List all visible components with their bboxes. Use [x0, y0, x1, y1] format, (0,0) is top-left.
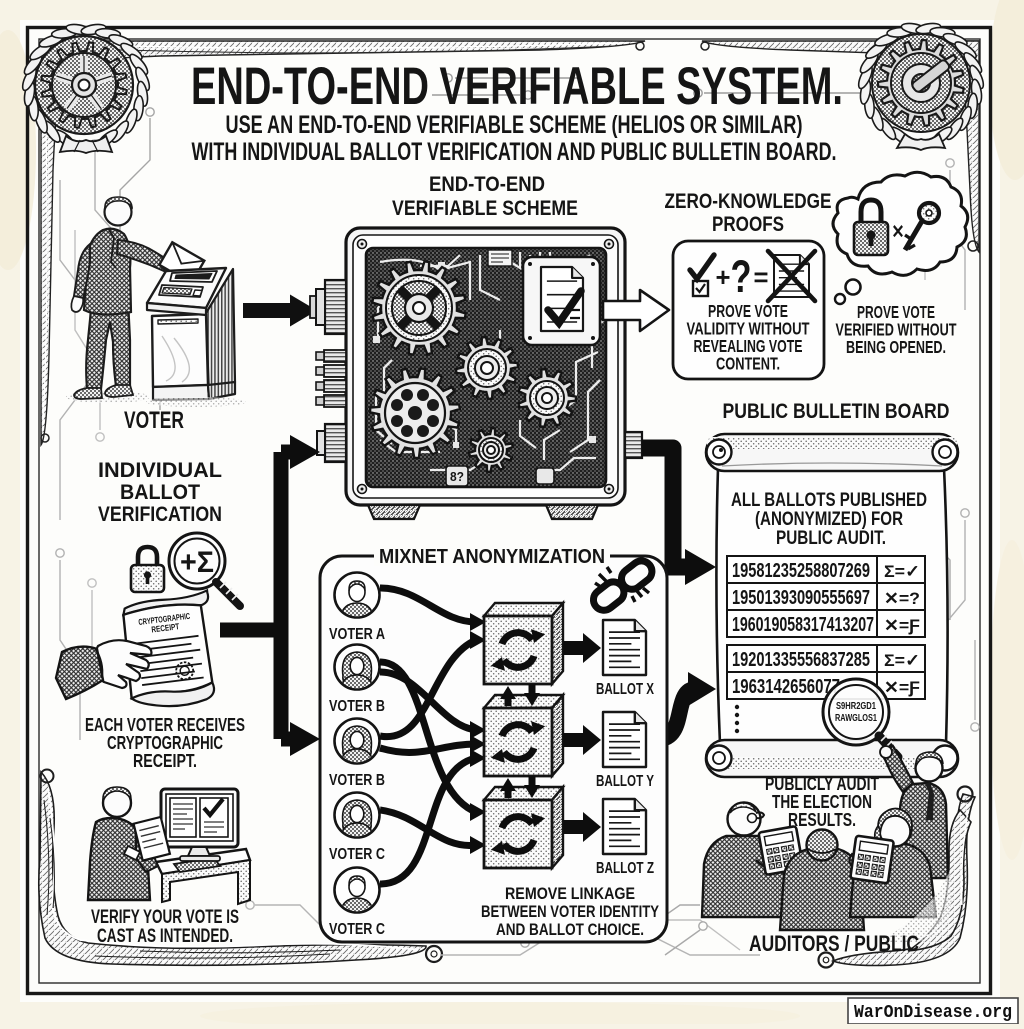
svg-text:✕=Ƒ: ✕=Ƒ [884, 616, 920, 635]
svg-text:VOTER C: VOTER C [329, 846, 385, 863]
svg-text:1963142656077: 1963142656077 [732, 676, 840, 698]
svg-text:VOTER B: VOTER B [329, 772, 385, 789]
svg-text:CRYPTOGRAPHIC: CRYPTOGRAPHIC [107, 733, 223, 753]
svg-text:VOTER A: VOTER A [329, 626, 385, 643]
svg-text:VOTER C: VOTER C [329, 921, 385, 938]
svg-text:VERIFIED WITHOUT: VERIFIED WITHOUT [836, 320, 957, 340]
svg-text:(ANONYMIZED) FOR: (ANONYMIZED) FOR [755, 509, 903, 530]
svg-text:THE ELECTION: THE ELECTION [772, 792, 872, 812]
svg-text:PUBLIC BULLETIN BOARD: PUBLIC BULLETIN BOARD [723, 400, 950, 423]
svg-text:BALLOT X: BALLOT X [596, 681, 654, 698]
svg-text:✕=Ƒ: ✕=Ƒ [884, 678, 920, 697]
svg-text:?: ? [731, 251, 752, 302]
svg-text:RESULTS.: RESULTS. [788, 810, 856, 830]
svg-text:VOTER B: VOTER B [329, 698, 385, 715]
svg-text:✕: ✕ [892, 222, 905, 243]
svg-text:VERIFIABLE SCHEME: VERIFIABLE SCHEME [392, 197, 578, 220]
svg-text:+Σ: +Σ [180, 546, 214, 579]
svg-text:CONTENT.: CONTENT. [716, 354, 780, 374]
svg-text:MIXNET ANONYMIZATION: MIXNET ANONYMIZATION [379, 546, 605, 568]
svg-text:Σ=✓: Σ=✓ [884, 562, 920, 581]
svg-text:RECEIPT.: RECEIPT. [133, 751, 197, 771]
svg-text:PROVE VOTE: PROVE VOTE [708, 301, 788, 321]
svg-text:CAST AS INTENDED.: CAST AS INTENDED. [97, 926, 233, 947]
svg-text:VOTER: VOTER [124, 407, 184, 434]
svg-text:VERIFY YOUR VOTE IS: VERIFY YOUR VOTE IS [91, 907, 239, 928]
svg-text:BALLOT Z: BALLOT Z [596, 860, 654, 877]
svg-text:19581235258807269: 19581235258807269 [732, 560, 870, 582]
svg-text:BALLOT: BALLOT [120, 481, 200, 504]
svg-text:8?: 8? [450, 469, 464, 484]
svg-text:REMOVE LINKAGE: REMOVE LINKAGE [505, 884, 635, 903]
svg-text:BALLOT Y: BALLOT Y [596, 773, 654, 790]
svg-text:WITH INDIVIDUAL BALLOT VERIFIC: WITH INDIVIDUAL BALLOT VERIFICATION AND … [192, 138, 837, 166]
svg-text:AND BALLOT CHOICE.: AND BALLOT CHOICE. [496, 920, 644, 939]
svg-text:Σ=✓: Σ=✓ [884, 651, 920, 670]
svg-text:BETWEEN VOTER IDENTITY: BETWEEN VOTER IDENTITY [481, 902, 659, 921]
svg-text:BEING OPENED.: BEING OPENED. [846, 337, 946, 357]
svg-text:END-TO-END: END-TO-END [429, 173, 545, 196]
svg-text:PUBLICLY AUDIT: PUBLICLY AUDIT [765, 774, 879, 794]
svg-text:VERIFICATION: VERIFICATION [98, 503, 222, 526]
svg-text:S9HR2GD1: S9HR2GD1 [836, 701, 876, 712]
svg-text:✕=?: ✕=? [884, 589, 920, 608]
svg-text:19201335556837285: 19201335556837285 [732, 649, 870, 671]
svg-text:ALL BALLOTS PUBLISHED: ALL BALLOTS PUBLISHED [731, 490, 927, 511]
svg-text:RAWGLOS1: RAWGLOS1 [835, 713, 877, 724]
svg-text:PROOFS: PROOFS [712, 213, 784, 236]
svg-text:RECEIPT: RECEIPT [151, 621, 181, 634]
svg-text:PROVE VOTE: PROVE VOTE [857, 302, 935, 322]
svg-text:ZERO-KNOWLEDGE: ZERO-KNOWLEDGE [665, 190, 832, 213]
svg-text:PUBLIC AUDIT.: PUBLIC AUDIT. [776, 528, 886, 549]
svg-text:VALIDITY WITHOUT: VALIDITY WITHOUT [687, 319, 810, 339]
svg-text:AUDITORS / PUBLIC: AUDITORS / PUBLIC [749, 931, 919, 956]
svg-text:INDIVIDUAL: INDIVIDUAL [98, 459, 222, 482]
svg-text:END-TO-END VERIFIABLE SYSTEM.: END-TO-END VERIFIABLE SYSTEM. [191, 57, 843, 116]
svg-text:196019058317413207: 196019058317413207 [732, 614, 874, 636]
svg-text:19501393090555697: 19501393090555697 [732, 587, 870, 609]
svg-text:WarOnDisease.org: WarOnDisease.org [854, 1003, 1012, 1023]
svg-text:USE AN END-TO-END VERIFIABLE S: USE AN END-TO-END VERIFIABLE SCHEME (HEL… [226, 111, 803, 139]
svg-text:=: = [754, 262, 769, 292]
svg-text:EACH VOTER RECEIVES: EACH VOTER RECEIVES [85, 715, 245, 735]
svg-text:REVEALING VOTE: REVEALING VOTE [694, 336, 803, 356]
svg-text:+: + [716, 262, 731, 292]
